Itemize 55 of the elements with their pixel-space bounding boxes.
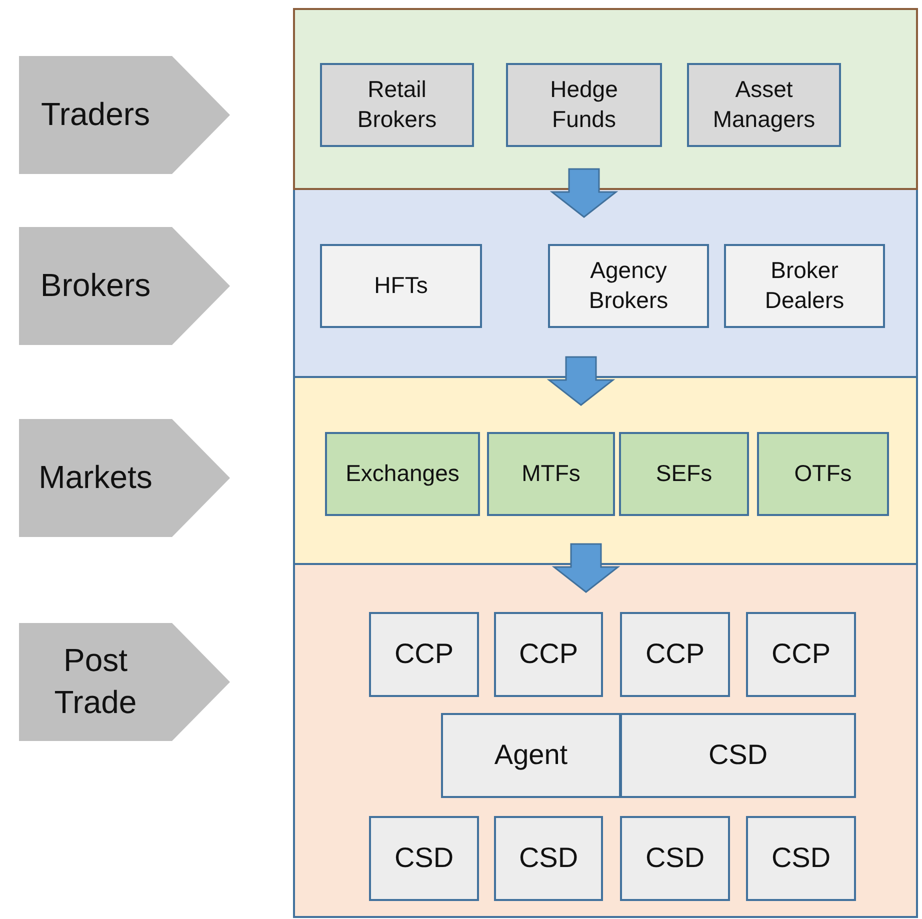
box-label: Asset Managers (712, 75, 816, 134)
box-label: CSD (645, 841, 705, 876)
box-label: Broker Dealers (764, 256, 846, 315)
stage-label: Brokers (39, 266, 152, 306)
stage-chevron (19, 227, 230, 345)
box-label: Hedge Funds (549, 75, 619, 134)
box-label: SEFs (656, 459, 712, 488)
box-label: Retail Brokers (356, 75, 438, 134)
stage-chevron (19, 56, 230, 174)
box-label: OTFs (794, 459, 852, 488)
box-label: CCP (518, 637, 578, 672)
box-label: HFTs (374, 271, 428, 300)
post-trade-box (620, 713, 856, 798)
box-label: CCP (771, 637, 831, 672)
box-label: MTFs (522, 459, 580, 488)
venue-box (325, 432, 480, 516)
post-trade-box (494, 612, 603, 697)
box-label: Agency Brokers (588, 256, 670, 315)
box-label: CSD (518, 841, 578, 876)
box-label: Exchanges (346, 459, 460, 488)
participant-box (320, 63, 474, 147)
post-trade-box (369, 612, 479, 697)
layer-band (293, 565, 918, 918)
venue-box (757, 432, 889, 516)
participant-box (548, 244, 709, 328)
box-label: CSD (394, 841, 454, 876)
flow-arrow (550, 168, 618, 218)
participant-box (724, 244, 885, 328)
post-trade-box (620, 816, 730, 901)
flow-arrow (552, 543, 620, 593)
venue-box (619, 432, 749, 516)
post-trade-box (746, 816, 856, 901)
box-label: CCP (645, 637, 705, 672)
stage-label: Post Trade (53, 641, 138, 722)
post-trade-box (494, 816, 603, 901)
post-trade-box (441, 713, 621, 798)
box-label: CSD (771, 841, 831, 876)
post-trade-box (746, 612, 856, 697)
venue-box (487, 432, 615, 516)
layer-band (293, 378, 918, 565)
box-label: Agent (494, 738, 568, 772)
participant-box (320, 244, 482, 328)
post-trade-box (369, 816, 479, 901)
post-trade-box (620, 612, 730, 697)
box-label: CCP (394, 637, 454, 672)
flow-arrow (546, 356, 616, 406)
stage-chevron (19, 419, 230, 537)
box-label: CSD (708, 738, 768, 772)
stage-label: Traders (40, 95, 152, 134)
layer-band (293, 8, 918, 190)
stage-label: Markets (38, 458, 154, 498)
stage-chevron (19, 623, 230, 741)
participant-box (506, 63, 662, 147)
participant-box (687, 63, 841, 147)
layer-band (293, 190, 918, 378)
